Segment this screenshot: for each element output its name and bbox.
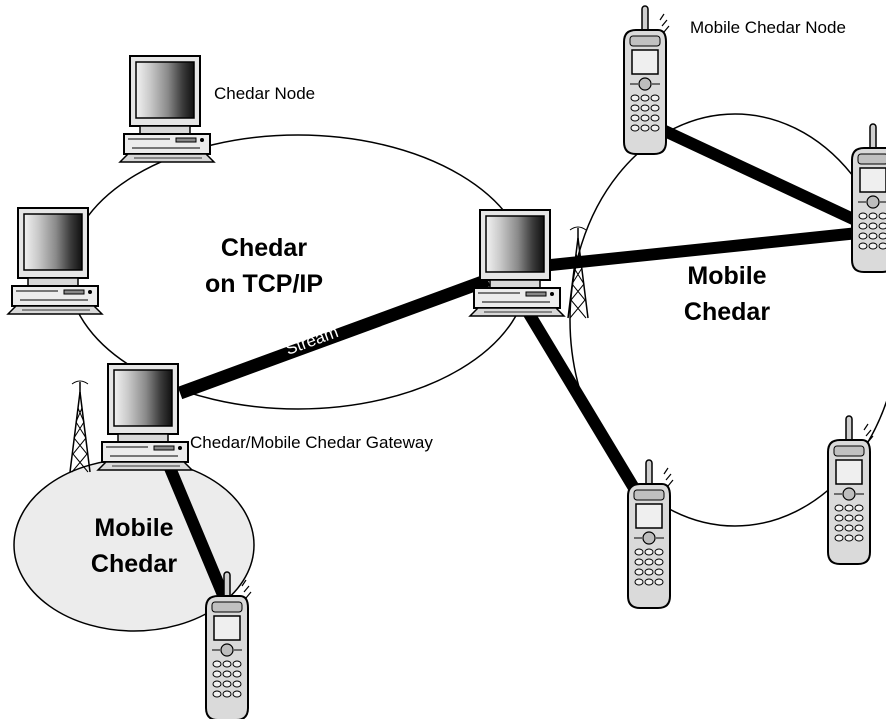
antenna-tower-icon <box>69 380 91 473</box>
tcp-cloud-title-line1: Chedar <box>221 234 307 262</box>
stream-label: Stream <box>283 322 341 359</box>
link-top-phone-to-right-phone <box>649 119 871 232</box>
chedar-node-computer-icon <box>119 55 215 163</box>
tcp-cloud-title-line2: on TCP/IP <box>205 270 323 298</box>
computer-icon <box>7 207 103 315</box>
mobile-phone-icon <box>623 5 670 155</box>
stream-link <box>177 273 491 400</box>
mobile-network-cloud-right <box>569 113 886 527</box>
mobile-phone-icon <box>827 415 874 565</box>
chedar-node-label: Chedar Node <box>214 84 315 103</box>
link-gateway-to-bottom-phone <box>522 308 646 502</box>
chedar-mobile-gateway-computer-icon <box>97 363 193 471</box>
mobile-chedar-node-label: Mobile Chedar Node <box>690 18 846 37</box>
mobile-gateway-computer-icon <box>469 209 565 317</box>
mobile-cloud-right-title-line2: Chedar <box>684 298 770 326</box>
mobile-phone-icon <box>851 123 886 273</box>
mobile-cloud-left-title-line1: Mobile <box>94 514 173 542</box>
mobile-cloud-right-title-line1: Mobile <box>687 262 766 290</box>
link-left-gateway-to-phone <box>164 465 232 605</box>
gateway-label: Chedar/Mobile Chedar Gateway <box>190 433 433 452</box>
mobile-cloud-left-title-line2: Chedar <box>91 550 177 578</box>
link-gateway-to-right-phone <box>521 226 869 274</box>
